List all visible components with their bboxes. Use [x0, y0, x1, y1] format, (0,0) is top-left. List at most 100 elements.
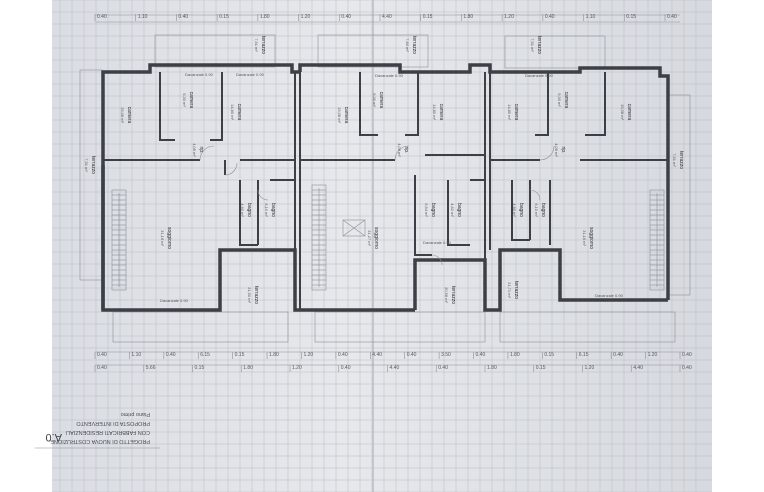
room-name: camera [513, 104, 519, 121]
dimension-value: 0.40 [97, 352, 107, 358]
dimension-value: 0.40 [476, 352, 486, 358]
room-name: bagno [540, 203, 546, 217]
title-block: PROGETTO DI NUOVA COSTRUZIONE CON FABBRI… [35, 411, 160, 449]
dimension-value: 1.80 [269, 352, 279, 358]
dimension-value: 0.15 [626, 14, 636, 20]
room-area: 7,91 m² [530, 38, 535, 52]
dimension-value: 6.15 [579, 352, 589, 358]
door-swings [199, 145, 555, 266]
room-name: camera [378, 92, 384, 109]
dimension-value: 4.40 [390, 365, 400, 371]
room-area: 14,80 m² [507, 104, 512, 120]
room-area: 7,91 m² [254, 38, 259, 52]
stair-outline [311, 184, 327, 291]
room-name: terrazzo [678, 151, 684, 169]
blueprint-sheet [52, 0, 712, 492]
sill-notes: Davanzale 0.90 Davanzale 0.90 Davanzale … [160, 72, 624, 303]
room-area: 21,90 m² [247, 287, 252, 303]
stair-unit-3 [649, 189, 665, 291]
dimension-chain-bottom: 0.40 1.10 0.40 6.15 0.15 1.80 1.20 0.40 4.40 0.40… [94, 351, 692, 372]
dimension-value: 1.10 [138, 14, 148, 20]
dimension-value: 0.40 [682, 365, 692, 371]
dimension-value: 1.20 [504, 14, 514, 20]
dimension-value: 0.40 [667, 14, 677, 20]
stair-unit-1 [111, 189, 127, 291]
dimension-value: 0.40 [166, 352, 176, 358]
dimension-value: 0.40 [97, 14, 107, 20]
room-area: 4,06 m² [554, 143, 559, 157]
dimension-value: 1.80 [487, 365, 497, 371]
dimension-value: 0.40 [407, 352, 417, 358]
dimension-value: 4.40 [633, 365, 643, 371]
room-name: bagno [518, 203, 524, 217]
dimension-value: 1.20 [648, 352, 658, 358]
room-area: 14,80 m² [432, 104, 437, 120]
dimension-value: 3.50 [441, 352, 451, 358]
sill-note: Davanzale 0.90 [185, 72, 214, 77]
dimension-value: 1.10 [131, 352, 141, 358]
dimension-value: 0.40 [682, 352, 692, 358]
dimension-value: 0.15 [536, 365, 546, 371]
room-area: 31,16 m² [582, 230, 587, 246]
room-area: 4,60 m² [240, 203, 245, 217]
room-area: 14,80 m² [230, 104, 235, 120]
room-label: rip.4,06 m² [192, 143, 204, 157]
room-name: camera [188, 92, 194, 109]
dimension-value: 0.40 [341, 14, 351, 20]
room-area: 31,16 m² [160, 230, 165, 246]
dimension-value: 0.15 [423, 14, 433, 20]
dimension-value: 1.80 [463, 14, 473, 20]
dimension-value: 4.40 [372, 352, 382, 358]
interior-walls-unit-3 [490, 72, 668, 245]
room-area: 6,10 m² [264, 203, 269, 217]
room-name: camera [563, 92, 569, 109]
room-area: 4,06 m² [397, 143, 402, 157]
room-name: terrazzo [450, 286, 456, 304]
interior-walls-unit-2 [300, 72, 485, 256]
room-name: camera [626, 104, 632, 121]
room-name: soggiorno [373, 227, 379, 249]
room-area: 5,94 m² [424, 203, 429, 217]
room-area: 9,30 m² [372, 93, 377, 107]
room-name: camera [438, 104, 444, 121]
room-name: bagno [246, 203, 252, 217]
room-name: terrazzo [411, 36, 417, 54]
paper-fold [372, 0, 374, 492]
dimension-value: 5.66 [146, 365, 156, 371]
balcony-outlines [79, 34, 691, 343]
dimension-value: 0.40 [341, 365, 351, 371]
room-area: 4,62 m² [450, 203, 455, 217]
dimension-value: 0.15 [235, 352, 245, 358]
dimension-value: 1.80 [243, 365, 253, 371]
room-area: 7,60 m² [405, 38, 410, 52]
room-area: 21,71 m² [507, 282, 512, 298]
dimension-value: 4.40 [382, 14, 392, 20]
room-name: rip. [198, 147, 204, 154]
room-name: terrazzo [536, 36, 542, 54]
dimension-value: 0.40 [438, 365, 448, 371]
sill-note: Davanzale 0.90 [423, 240, 452, 245]
dimension-value: 0.40 [178, 14, 188, 20]
